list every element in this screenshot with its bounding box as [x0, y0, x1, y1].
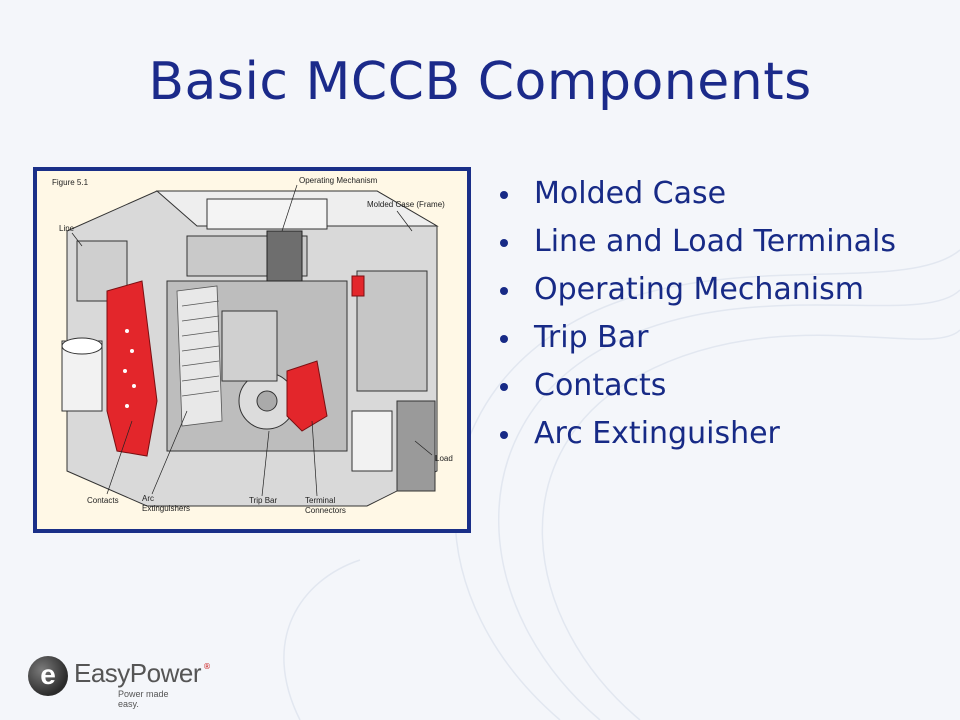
breaker-body [61, 190, 439, 507]
figure-caption: Figure 5.1 [52, 178, 89, 187]
bullet-item: Line and Load Terminals [496, 224, 936, 260]
bullet-item: Arc Extinguisher [496, 416, 936, 452]
bullet-dot-icon [500, 335, 508, 343]
label-trip-bar: Trip Bar [249, 496, 277, 505]
bullet-item: Operating Mechanism [496, 272, 936, 308]
easypower-logo: e EasyPower ® Power made easy. [28, 654, 211, 709]
label-operating-mechanism: Operating Mechanism [299, 176, 378, 185]
logo-letter: e [40, 659, 56, 690]
mccb-diagram: Figure 5.1 Operating Mechanism Molded Ca… [33, 167, 471, 533]
bullet-dot-icon [500, 239, 508, 247]
bullet-item: Contacts [496, 368, 936, 404]
label-line: Line [59, 224, 75, 233]
slide-title: Basic MCCB Components [148, 52, 812, 112]
bullet-dot-icon [500, 431, 508, 439]
bullet-dot-icon [500, 287, 508, 295]
bullet-item: Molded Case [496, 176, 936, 212]
logo-name: EasyPower [74, 658, 202, 688]
logo-tagline: Power made easy. [118, 689, 169, 709]
label-molded-case: Molded Case (Frame) [367, 200, 445, 209]
label-terminal-line2: Connectors [305, 506, 346, 515]
logo-registered-mark: ® [203, 662, 211, 671]
contacts-highlight [106, 280, 158, 457]
label-arc-line2: Extinguishers [142, 504, 190, 513]
bullet-dot-icon [500, 191, 508, 199]
label-contacts: Contacts [87, 496, 119, 505]
label-load: Load [435, 454, 453, 463]
bullet-dot-icon [500, 383, 508, 391]
bullet-list: Molded Case Line and Load Terminals Oper… [496, 176, 936, 464]
bullet-item: Trip Bar [496, 320, 936, 356]
logo-circle-icon [28, 656, 68, 696]
label-terminal-line1: Terminal [305, 496, 335, 505]
label-arc-line1: Arc [142, 494, 154, 503]
